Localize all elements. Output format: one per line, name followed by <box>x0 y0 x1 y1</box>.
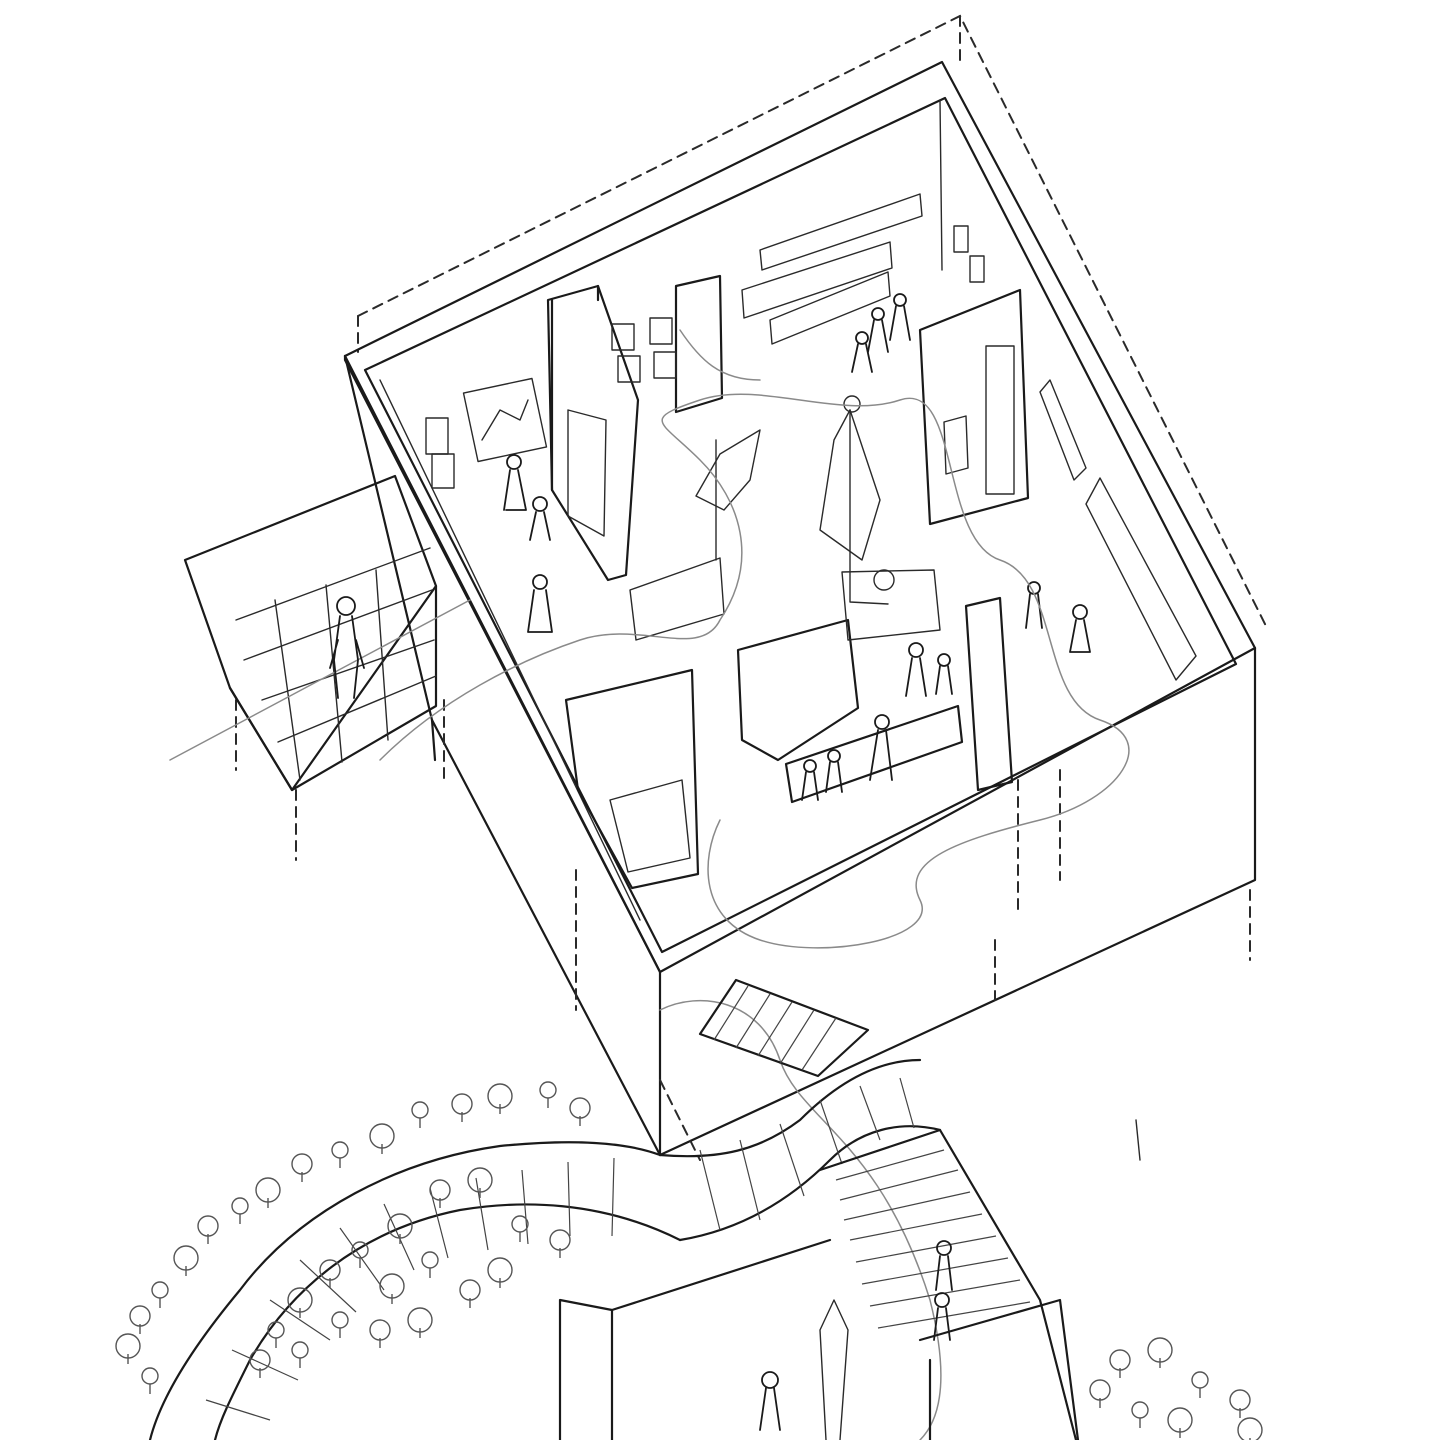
visitor-figures <box>503 293 1091 801</box>
tree-icon <box>331 1141 349 1159</box>
gallery-box <box>343 60 1257 1157</box>
tree-icon <box>429 1179 451 1201</box>
tree-icon <box>1109 1349 1131 1371</box>
ground-floor <box>558 1119 1141 1440</box>
balcony <box>169 474 471 792</box>
tree-icon <box>459 1279 481 1301</box>
tree-icon <box>539 1081 557 1099</box>
landscape-trees <box>115 1081 1263 1440</box>
artworks <box>425 193 1197 873</box>
tree-icon <box>129 1305 151 1327</box>
tree-icon <box>1131 1401 1149 1419</box>
tree-icon <box>231 1197 249 1215</box>
tree-icon <box>451 1093 473 1115</box>
stair-bridge <box>148 978 942 1440</box>
sculptures <box>695 395 895 605</box>
person-figure <box>329 596 365 699</box>
tree-icon <box>569 1097 591 1119</box>
partitions <box>546 274 1030 890</box>
tree-icon <box>197 1215 219 1237</box>
roof-outline-dashed <box>357 14 1269 631</box>
tree-icon <box>511 1215 529 1233</box>
tree-icon <box>291 1341 309 1359</box>
tree-icon <box>369 1319 391 1341</box>
tree-icon <box>421 1251 439 1269</box>
tree-icon <box>141 1367 159 1385</box>
tree-icon <box>1089 1379 1111 1401</box>
tree-icon <box>411 1101 429 1119</box>
projection-lines <box>235 699 1251 1161</box>
circulation-path <box>379 329 1130 1440</box>
tree-icon <box>319 1259 341 1281</box>
tree-icon <box>549 1229 571 1251</box>
tree-icon <box>1229 1389 1251 1411</box>
tree-icon <box>151 1281 169 1299</box>
tree-icon <box>291 1153 313 1175</box>
tree-icon <box>1237 1417 1263 1440</box>
tree-icon <box>331 1311 349 1329</box>
tree-icon <box>1191 1371 1209 1389</box>
